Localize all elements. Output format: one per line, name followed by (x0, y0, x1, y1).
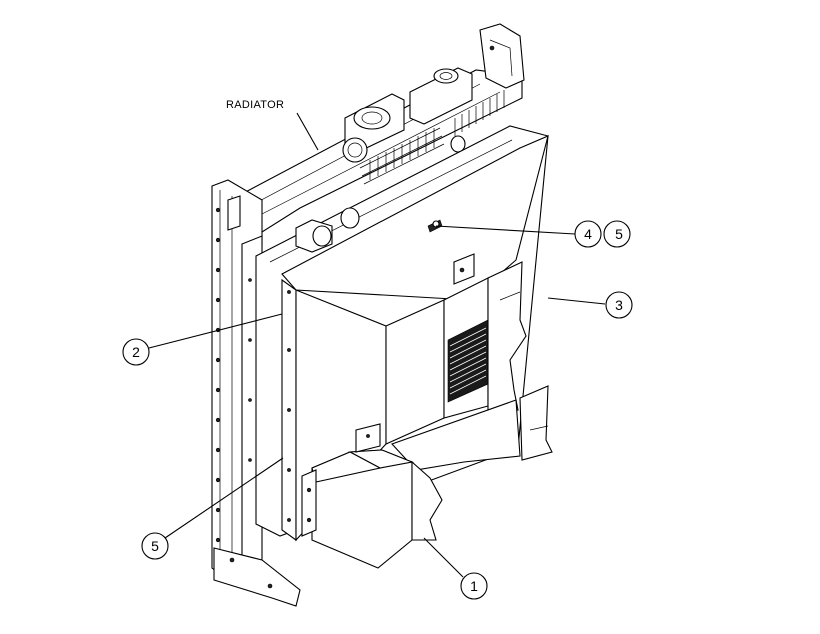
callout-4: 4 (435, 220, 602, 248)
callout-5-lower: 5 (141, 457, 284, 560)
callout-2-number: 2 (132, 344, 140, 360)
callout-1: 1 (423, 537, 488, 600)
radiator-label: RADIATOR (226, 99, 284, 111)
callout-1-number: 1 (470, 578, 478, 594)
callout-2: 2 (122, 313, 283, 366)
callout-2-leader (148, 313, 283, 349)
callout-1-leader (423, 537, 464, 578)
callout-5-upper: 5 (603, 220, 631, 248)
callout-4-number: 4 (584, 226, 592, 242)
callout-5-lower-leader (164, 457, 284, 539)
callout-5-lower-number: 5 (151, 538, 159, 554)
callout-5-upper-number: 5 (615, 226, 623, 242)
callout-3-number: 3 (615, 297, 623, 313)
callout-4-leader (435, 225, 576, 235)
radiator-top-tank (237, 23, 525, 233)
callout-3: 3 (547, 291, 633, 319)
radiator-label-group: RADIATOR (226, 99, 319, 151)
lower-fan-guard (301, 423, 443, 569)
callout-3-leader (547, 297, 606, 305)
radiator-leader-line (296, 112, 319, 151)
shroud-edge-bolts (287, 290, 291, 522)
